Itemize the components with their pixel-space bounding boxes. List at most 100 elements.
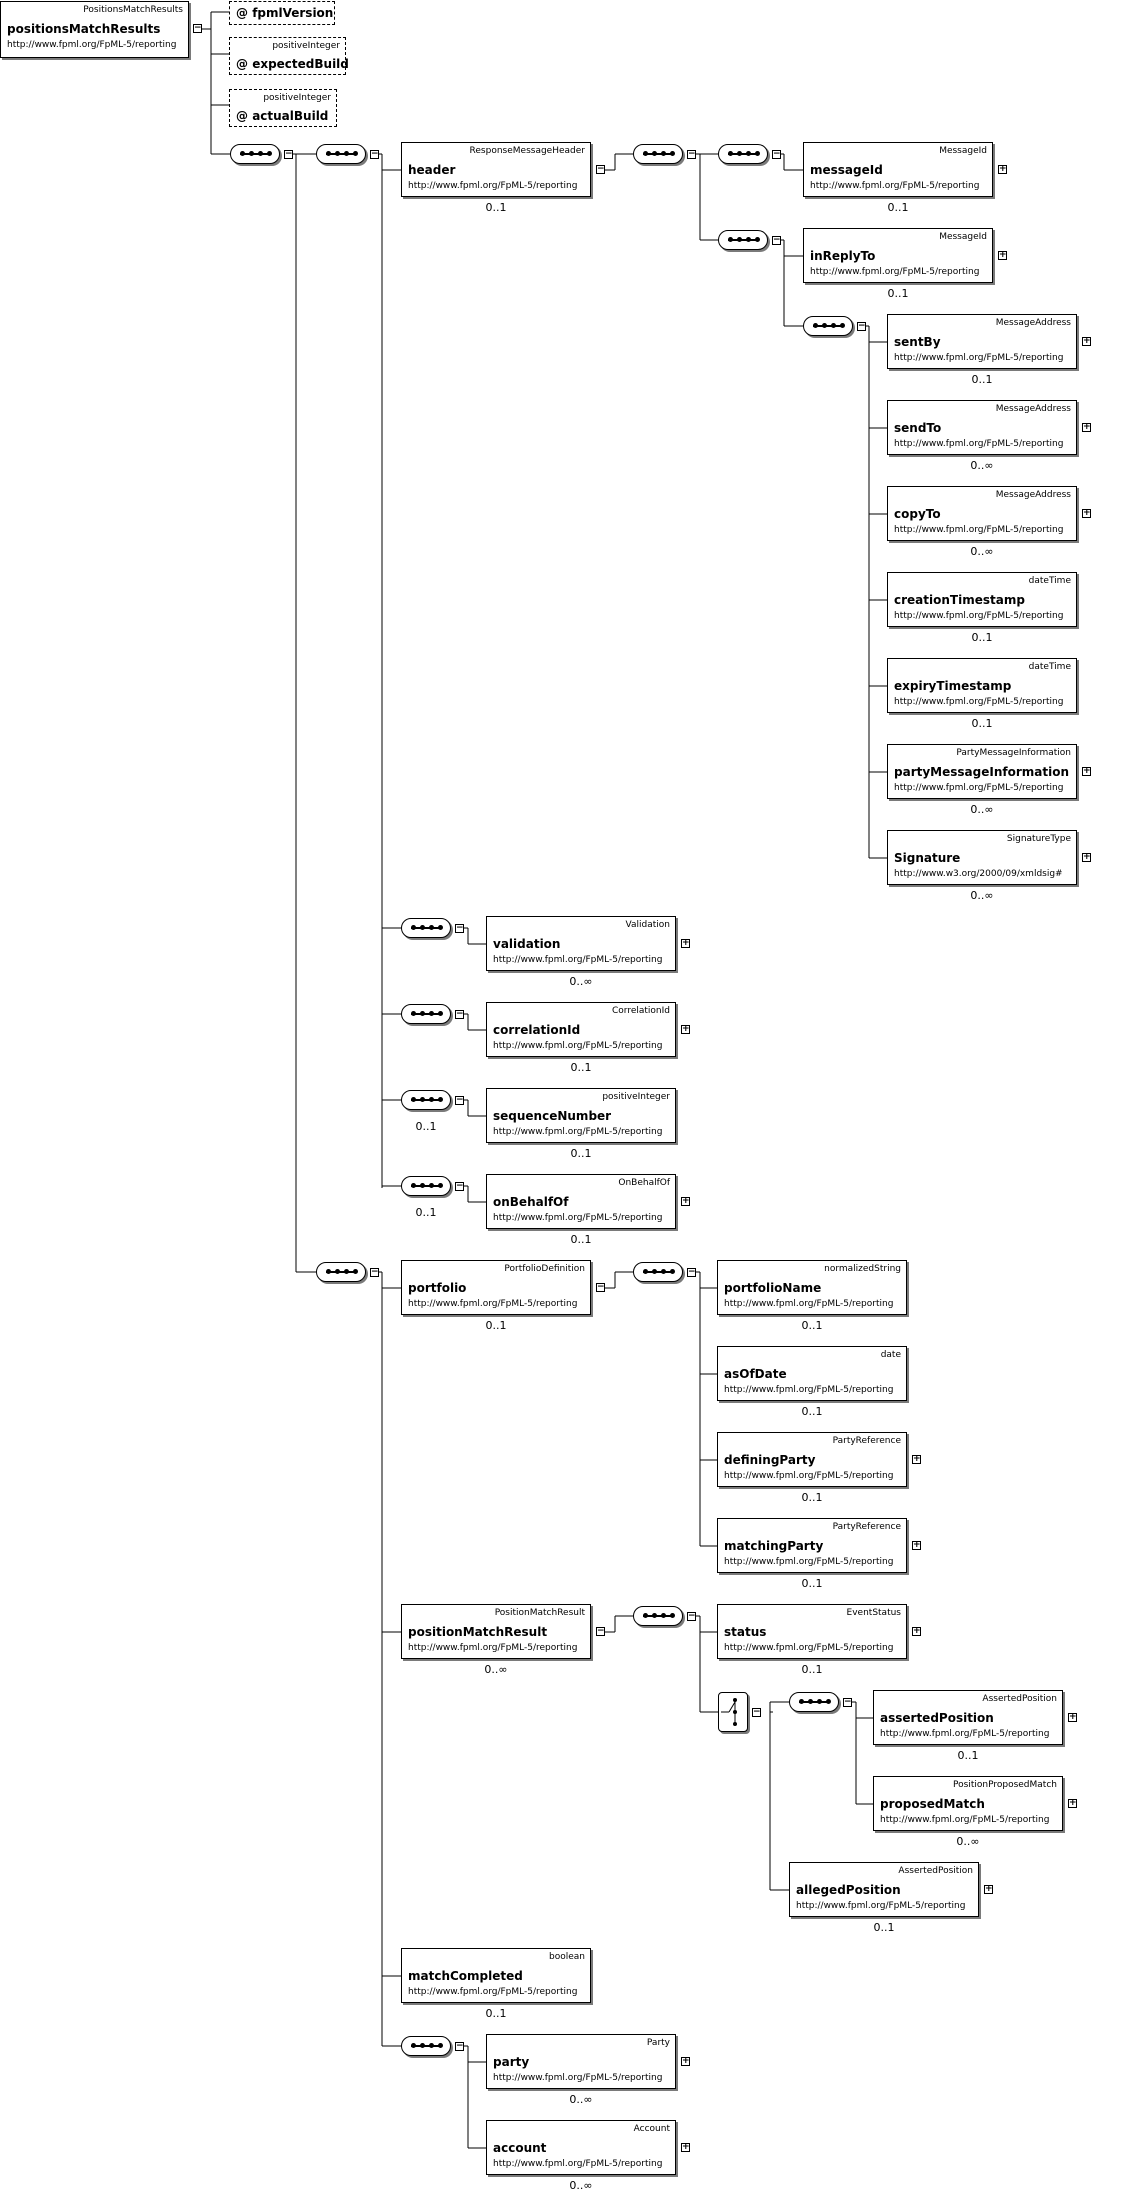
sequence-compositor-icon[interactable] xyxy=(789,1692,839,1712)
expand-plus-icon[interactable]: + xyxy=(912,1540,921,1550)
collapse-minus-icon[interactable]: − xyxy=(455,1181,464,1191)
collapse-minus-icon[interactable]: − xyxy=(752,1707,761,1717)
type-name: ResponseMessageHeader xyxy=(469,146,585,156)
expand-plus-icon[interactable]: + xyxy=(1068,1798,1077,1808)
collapse-minus-icon[interactable]: − xyxy=(772,235,781,245)
collapse-minus-icon[interactable]: − xyxy=(284,149,293,159)
sequence-compositor-icon[interactable] xyxy=(633,1606,683,1626)
expand-plus-icon[interactable]: + xyxy=(1082,508,1091,518)
attribute-fpmlVersion[interactable]: @ fpmlVersion xyxy=(229,1,335,25)
expand-plus-icon[interactable]: + xyxy=(984,1884,993,1894)
collapse-minus-icon[interactable]: − xyxy=(687,1611,696,1621)
collapse-minus-icon[interactable]: − xyxy=(370,149,379,159)
collapse-minus-icon[interactable]: − xyxy=(370,1267,379,1277)
collapse-minus-icon[interactable]: − xyxy=(857,321,866,331)
cardinality-label: 0..1 xyxy=(957,1749,979,1762)
dot xyxy=(670,151,675,156)
root-element-positionsMatchResults[interactable]: PositionsMatchResults positionsMatchResu… xyxy=(0,1,189,58)
expand-plus-icon[interactable]: + xyxy=(681,2142,690,2152)
collapse-minus-icon[interactable]: − xyxy=(455,923,464,933)
sequence-compositor-icon[interactable] xyxy=(401,1176,451,1196)
expand-plus-icon[interactable]: + xyxy=(681,1196,690,1206)
dot xyxy=(335,1269,340,1274)
expand-plus-icon[interactable]: + xyxy=(681,2056,690,2066)
sequence-compositor-icon[interactable] xyxy=(718,144,768,164)
sequence-dots xyxy=(799,1699,831,1704)
sequence-compositor-icon[interactable] xyxy=(401,918,451,938)
dot xyxy=(411,1097,416,1102)
expand-plus-icon[interactable]: + xyxy=(681,938,690,948)
expand-plus-icon[interactable]: + xyxy=(1068,1712,1077,1722)
attribute-name: @ fpmlVersion xyxy=(236,6,334,20)
namespace: http://www.fpml.org/FpML-5/reporting xyxy=(7,40,177,50)
collapse-minus-icon[interactable]: − xyxy=(455,2041,464,2051)
expand-plus-icon[interactable]: + xyxy=(1082,422,1091,432)
choice-compositor-icon[interactable] xyxy=(718,1692,748,1732)
collapse-minus-icon[interactable]: − xyxy=(843,1697,852,1707)
sequence-compositor-icon[interactable] xyxy=(230,144,280,164)
sequence-compositor-icon[interactable] xyxy=(718,230,768,250)
namespace: http://www.w3.org/2000/09/xmldsig# xyxy=(894,869,1063,879)
cardinality-label: 0..1 xyxy=(971,717,993,730)
sequence-compositor-icon[interactable] xyxy=(316,144,366,164)
collapse-minus-icon[interactable]: − xyxy=(596,1626,605,1636)
sequence-compositor-icon[interactable] xyxy=(633,1262,683,1282)
expand-plus-icon[interactable]: + xyxy=(912,1626,921,1636)
dot xyxy=(420,1097,425,1102)
sequence-compositor-icon[interactable] xyxy=(401,1004,451,1024)
collapse-minus-icon[interactable]: − xyxy=(455,1095,464,1105)
collapse-minus-icon[interactable]: − xyxy=(687,1267,696,1277)
attribute-expectedBuild[interactable]: positiveInteger @ expectedBuild xyxy=(229,37,349,75)
expand-plus-icon[interactable]: + xyxy=(1082,852,1091,862)
collapse-minus-icon[interactable]: − xyxy=(455,1009,464,1019)
expand-plus-icon[interactable]: + xyxy=(912,1454,921,1464)
collapse-minus-icon[interactable]: − xyxy=(687,149,696,159)
dot xyxy=(661,151,666,156)
collapse-minus-icon[interactable]: − xyxy=(596,1282,605,1292)
sequence-compositor-icon[interactable] xyxy=(803,316,853,336)
element-name: inReplyTo xyxy=(810,249,876,263)
expand-plus-icon[interactable]: + xyxy=(681,1024,690,1034)
element-name: header xyxy=(408,163,456,177)
sequence-compositor-icon[interactable] xyxy=(633,144,683,164)
expand-plus-icon[interactable]: + xyxy=(1082,766,1091,776)
sequence-compositor-icon[interactable] xyxy=(401,2036,451,2056)
attribute-actualBuild[interactable]: positiveInteger @ actualBuild xyxy=(229,89,337,127)
expand-plus-icon[interactable]: + xyxy=(1082,336,1091,346)
namespace: http://www.fpml.org/FpML-5/reporting xyxy=(493,1127,663,1137)
expand-plus-icon[interactable]: + xyxy=(998,164,1007,174)
expand-plus-icon[interactable]: + xyxy=(998,250,1007,260)
collapse-minus-icon[interactable]: − xyxy=(193,23,202,33)
collapse-minus-icon[interactable]: − xyxy=(772,149,781,159)
sequence-compositor-icon[interactable] xyxy=(316,1262,366,1282)
sequence-compositor-icon[interactable] xyxy=(401,1090,451,1110)
collapse-minus-icon[interactable]: − xyxy=(596,164,605,174)
